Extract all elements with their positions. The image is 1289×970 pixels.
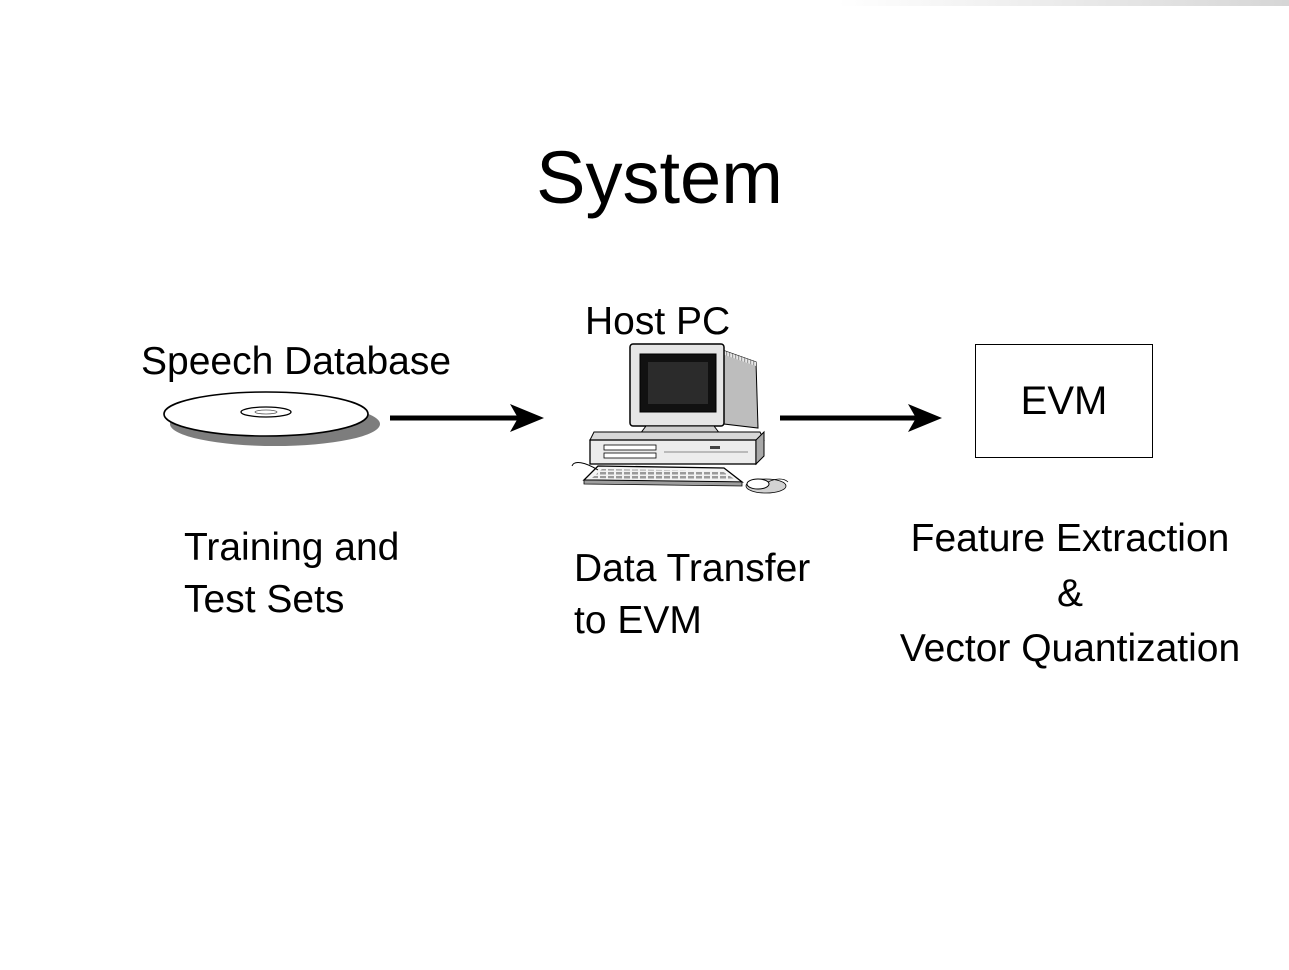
caption-line: Vector Quantization — [899, 627, 1241, 670]
evm-box: EVM — [975, 344, 1153, 458]
arrow-db-to-pc — [390, 404, 544, 432]
caption-line: & — [1056, 572, 1083, 615]
evm-label: EVM — [1020, 378, 1108, 423]
caption-line: Training and — [184, 526, 400, 569]
caption-line: to EVM — [574, 599, 702, 642]
top-gradient-band — [0, 0, 1289, 6]
data-transfer-caption: Data Transfer to EVM — [574, 543, 810, 647]
arrow-pc-to-evm — [780, 404, 942, 432]
caption-line: Test Sets — [184, 578, 345, 621]
slide-title: System — [536, 136, 783, 219]
cd-disc-icon — [163, 391, 380, 446]
desktop-computer-icon — [571, 343, 789, 494]
speech-database-label: Speech Database — [141, 340, 452, 383]
caption-line: Data Transfer — [574, 547, 811, 590]
caption-line: Feature Extraction — [910, 517, 1230, 560]
training-test-sets-caption: Training and Test Sets — [184, 522, 399, 626]
host-pc-label: Host PC — [585, 300, 731, 343]
feature-extraction-caption: Feature Extraction & Vector Quantization — [860, 511, 1280, 676]
